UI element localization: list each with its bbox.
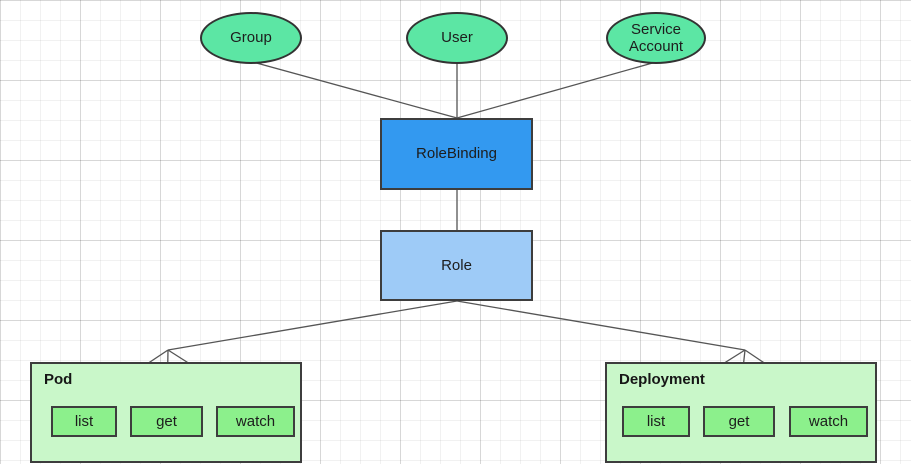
subject-label-service-account: Service Account bbox=[628, 20, 684, 55]
role-node[interactable]: Role bbox=[380, 230, 533, 301]
verb-pod-watch[interactable]: watch bbox=[216, 406, 295, 437]
verb-deployment-get[interactable]: get bbox=[703, 406, 775, 437]
edge-role-to-deployment bbox=[456, 300, 746, 351]
edge-group-to-rolebinding bbox=[252, 61, 458, 119]
verb-deployment-watch[interactable]: watch bbox=[789, 406, 868, 437]
verb-pod-watch-label: watch bbox=[235, 413, 276, 430]
subject-node-service-account[interactable]: Service Account bbox=[606, 12, 706, 64]
verb-deployment-list-label: list bbox=[646, 413, 666, 430]
rolebinding-label: RoleBinding bbox=[416, 145, 497, 163]
verb-deployment-get-label: get bbox=[728, 413, 750, 430]
verb-pod-list-label: list bbox=[74, 413, 94, 430]
role-label: Role bbox=[441, 256, 472, 274]
verb-deployment-list[interactable]: list bbox=[622, 406, 690, 437]
subject-label-user: User bbox=[441, 29, 473, 47]
edge-serviceaccount-to-rolebinding bbox=[456, 61, 657, 119]
rolebinding-node[interactable]: RoleBinding bbox=[380, 118, 533, 190]
verb-deployment-watch-label: watch bbox=[808, 413, 849, 430]
verb-pod-get[interactable]: get bbox=[130, 406, 203, 437]
verb-pod-get-label: get bbox=[156, 413, 177, 430]
resource-group-pod-title: Pod bbox=[44, 371, 73, 388]
verb-pod-list[interactable]: list bbox=[51, 406, 117, 437]
resource-group-deployment-title: Deployment bbox=[619, 371, 705, 388]
subject-node-group[interactable]: Group bbox=[200, 12, 302, 64]
subject-label-group: Group bbox=[230, 29, 272, 47]
edge-role-to-pod bbox=[167, 300, 458, 351]
subject-node-user[interactable]: User bbox=[406, 12, 508, 64]
